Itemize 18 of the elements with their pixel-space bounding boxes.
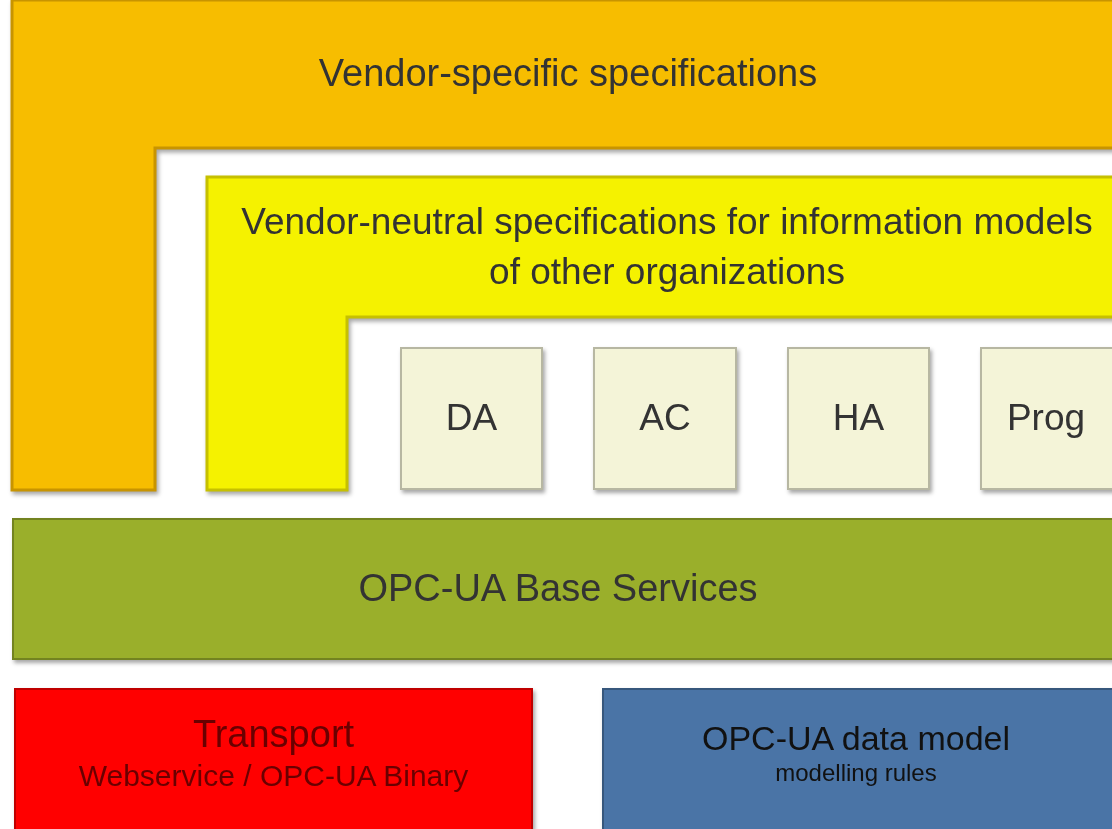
block-title: HA	[832, 396, 885, 441]
layer-block	[593, 347, 737, 490]
layer-block	[12, 518, 1112, 660]
block-title: DA	[445, 396, 498, 441]
block-title: OPC-UA data model	[702, 718, 1010, 759]
layer-title: Vendor-specific specifications	[317, 51, 819, 97]
layer-block	[400, 347, 543, 490]
block-title: OPC-UA Base Services	[358, 566, 758, 612]
block-title: Transport	[192, 712, 355, 758]
block-subtitle: modelling rules	[775, 759, 937, 788]
block-title: Prog	[1006, 396, 1086, 441]
layer-block	[602, 688, 1112, 829]
block-subtitle: Webservice / OPC-UA Binary	[78, 757, 469, 794]
layer-block	[14, 688, 533, 829]
layer-block	[787, 347, 930, 490]
block-title: AC	[639, 396, 691, 441]
layer-title: Vendor-neutral specifications for information models of other organizations	[240, 200, 1094, 294]
layer-block	[980, 347, 1112, 490]
